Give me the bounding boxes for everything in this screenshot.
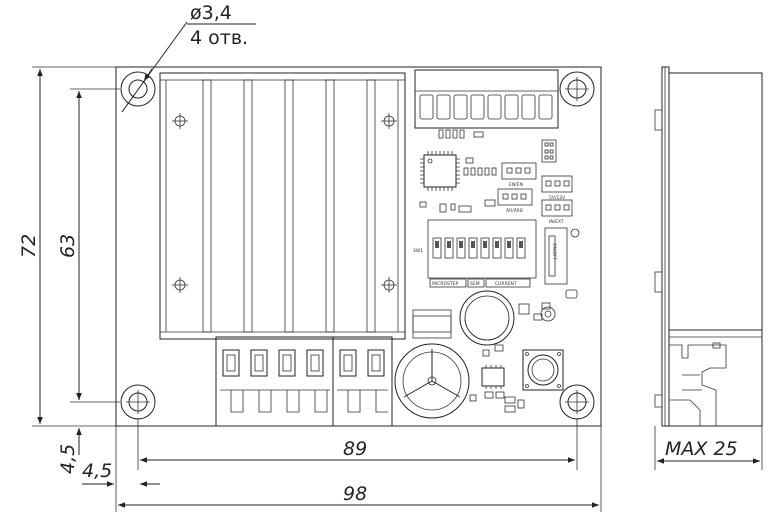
side-height-label: MAX 25: [665, 438, 738, 460]
sem-label: SEM: [470, 281, 480, 287]
mounting-hole-bottom-right-icon: [559, 384, 595, 420]
current-label: CURRENT: [495, 281, 517, 287]
fan-icon: [394, 343, 470, 419]
top-connector: [414, 69, 559, 129]
heatsink: [159, 72, 406, 340]
height-holes-label: 63: [57, 234, 79, 258]
smd-components: [419, 129, 578, 413]
jumper-inext-label: IN/EXT: [549, 219, 564, 225]
jumper-ar-label: ĀR/ĀRB: [506, 207, 523, 214]
power-components: [412, 290, 556, 346]
heatsink-screw-marks: [172, 113, 397, 293]
board-side-view: [654, 66, 763, 427]
dip-side-label: ON/OFF: [551, 243, 557, 261]
heatsink-fins: [165, 79, 399, 333]
width-total-label: 98: [343, 483, 367, 505]
jumper-en-label: EN/ĒN: [509, 181, 523, 188]
terminal-screws: [222, 349, 385, 377]
buzzer: [522, 349, 564, 391]
dip-switch: SW1 MICROSTEP SEM CURRENT ON/OFF: [413, 219, 580, 288]
hole-count-label: 4 отв.: [190, 27, 248, 49]
mounting-hole-bottom-left-icon: [120, 384, 156, 420]
mounting-hole-top-right-icon: [559, 71, 595, 107]
offset-vertical-label: 4,5: [57, 444, 79, 474]
board-front-view: EN/ĒN 5V/12V ĀR/ĀRB IN/EXT SW1: [115, 66, 602, 427]
height-total-label: 72: [18, 234, 40, 258]
microcontroller-chip: [420, 151, 460, 191]
offset-horizontal-label: 4,5: [82, 460, 112, 482]
hole-diameter-label: ø3,4: [190, 2, 232, 24]
dimension-lines: [32, 21, 763, 512]
mounting-hole-top-left-icon: [120, 71, 156, 107]
small-ic: [481, 365, 505, 399]
dip-switch-levers: [432, 237, 526, 259]
terminal-block: [215, 336, 393, 427]
sw1-label: SW1: [413, 248, 423, 254]
width-holes-label: 89: [343, 438, 367, 460]
jumper-5v12v-label: 5V/12V: [549, 195, 566, 201]
dimension-labels: ø3,4 4 отв. 72 63 4,5 4,5 89 98 MAX 25: [18, 2, 738, 505]
microstep-label: MICROSTEP: [432, 281, 458, 287]
jumper-blocks: EN/ĒN 5V/12V ĀR/ĀRB IN/EXT: [497, 139, 573, 225]
mounting-holes: [120, 71, 595, 420]
